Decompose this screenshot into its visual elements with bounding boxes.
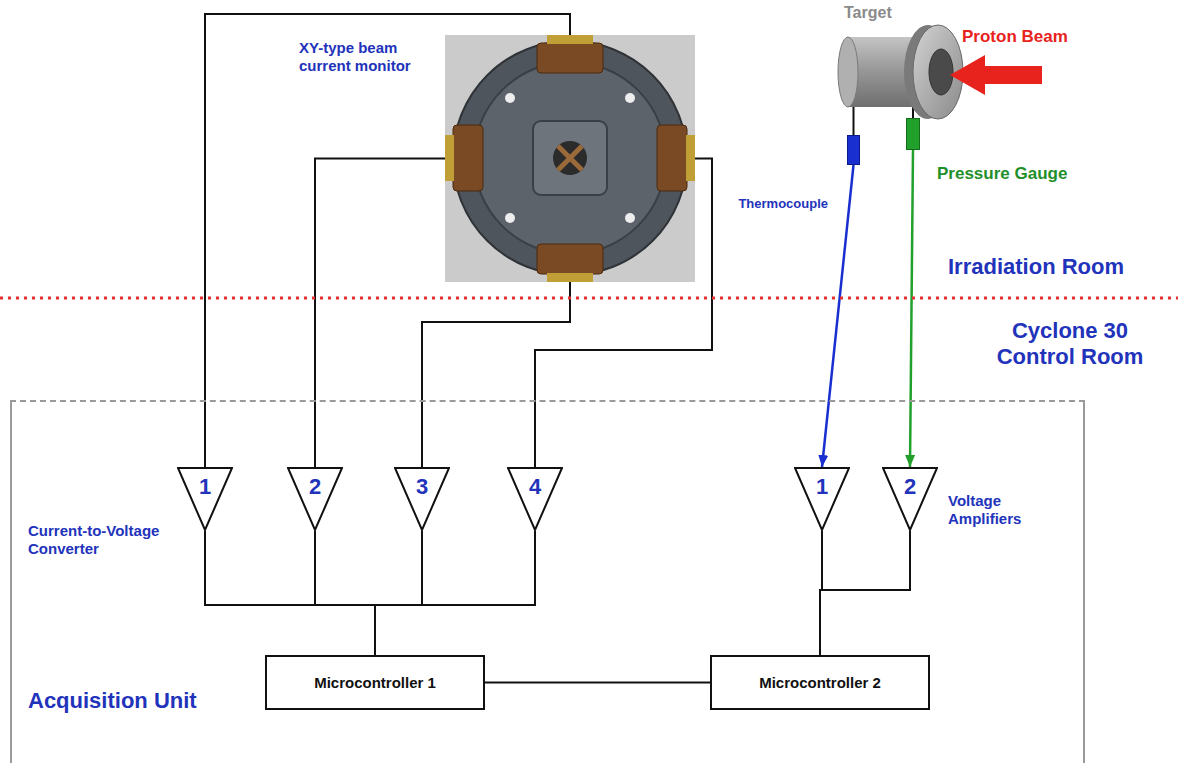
text-label: Cyclone 30 Control Room xyxy=(975,318,1165,371)
pressure-gauge-sensor: Pressure Gauge xyxy=(906,118,920,150)
text-label: Proton Beam xyxy=(962,27,1068,47)
callout-number: 2 xyxy=(882,474,938,500)
electrode-plates xyxy=(558,146,582,170)
beam-current-monitor: XY-type beam current monitor xyxy=(445,35,695,282)
target: Target xyxy=(830,25,965,120)
electrode-feedthrough xyxy=(537,43,603,73)
thermocouple-sensor: Thermocouple xyxy=(847,135,860,165)
electrode-feedthrough xyxy=(453,125,483,191)
triangle-shape xyxy=(288,468,342,530)
text-label: Irradiation Room xyxy=(948,254,1124,280)
beam-aperture xyxy=(553,141,587,175)
connector xyxy=(445,135,454,181)
node-label: Target xyxy=(844,3,892,22)
wire xyxy=(375,531,422,655)
screw-hole xyxy=(505,93,515,103)
wire xyxy=(315,159,445,468)
amplifier-triangle: 4 xyxy=(507,467,563,531)
amplifier-triangle: 3 xyxy=(394,467,450,531)
wire xyxy=(315,531,375,655)
connector xyxy=(547,273,593,282)
node-label: XY-type beam current monitor xyxy=(299,39,439,75)
node-label: Pressure Gauge xyxy=(937,164,1067,184)
wire xyxy=(485,682,710,684)
acquisition-unit: Acquisition Unit 1 2 3 4 1 2Microcontroller 1 M… xyxy=(10,400,1085,763)
monitor-body xyxy=(533,121,607,195)
target-cap xyxy=(838,37,858,107)
node-label: Thermocouple xyxy=(708,196,828,212)
monitor-flange xyxy=(453,41,687,275)
electrode-feedthrough xyxy=(537,244,603,274)
electrode-feedthrough xyxy=(657,125,687,191)
box-label: Microcontroller 1 xyxy=(305,674,445,692)
box-label: Microcontroller 2 xyxy=(750,674,890,692)
screw-hole xyxy=(625,93,635,103)
triangle-shape xyxy=(178,468,232,530)
triangle-shape xyxy=(508,468,562,530)
callout-number: 1 xyxy=(794,474,850,500)
screw-hole xyxy=(625,213,635,223)
text-label: Voltage Amplifiers xyxy=(948,492,1068,528)
callout-number: 3 xyxy=(394,474,450,500)
screw-hole xyxy=(505,213,515,223)
beam-window xyxy=(929,49,953,95)
beam-arrow xyxy=(950,55,1042,95)
beam-monitor-drawing xyxy=(445,35,695,282)
target-drawing xyxy=(838,25,963,119)
node-label: Acquisition Unit xyxy=(28,688,198,714)
wire xyxy=(820,531,910,655)
wire xyxy=(375,531,535,655)
callout-number: 1 xyxy=(177,474,233,500)
room-divider xyxy=(0,297,1178,300)
monitor-ring xyxy=(474,62,666,254)
connector xyxy=(547,35,593,44)
microcontroller-box: Microcontroller 1 xyxy=(265,655,485,710)
triangle-shape xyxy=(395,468,449,530)
signal-arrow xyxy=(910,150,913,467)
microcontroller-box: Microcontroller 2 xyxy=(710,655,930,710)
connector xyxy=(686,135,695,181)
text-label: Current-to-Voltage Converter xyxy=(28,522,188,558)
callout-number: 2 xyxy=(287,474,343,500)
amplifier-triangle: 2 xyxy=(882,467,938,531)
wire xyxy=(205,531,375,655)
triangle-shape xyxy=(795,468,849,530)
wire xyxy=(422,282,570,467)
callout-number: 4 xyxy=(507,474,563,500)
amplifier-triangle: 2 xyxy=(287,467,343,531)
monitor-background xyxy=(445,35,695,282)
amplifier-triangle: 1 xyxy=(177,467,233,531)
triangle-shape xyxy=(883,468,937,530)
amplifier-triangle: 1 xyxy=(794,467,850,531)
